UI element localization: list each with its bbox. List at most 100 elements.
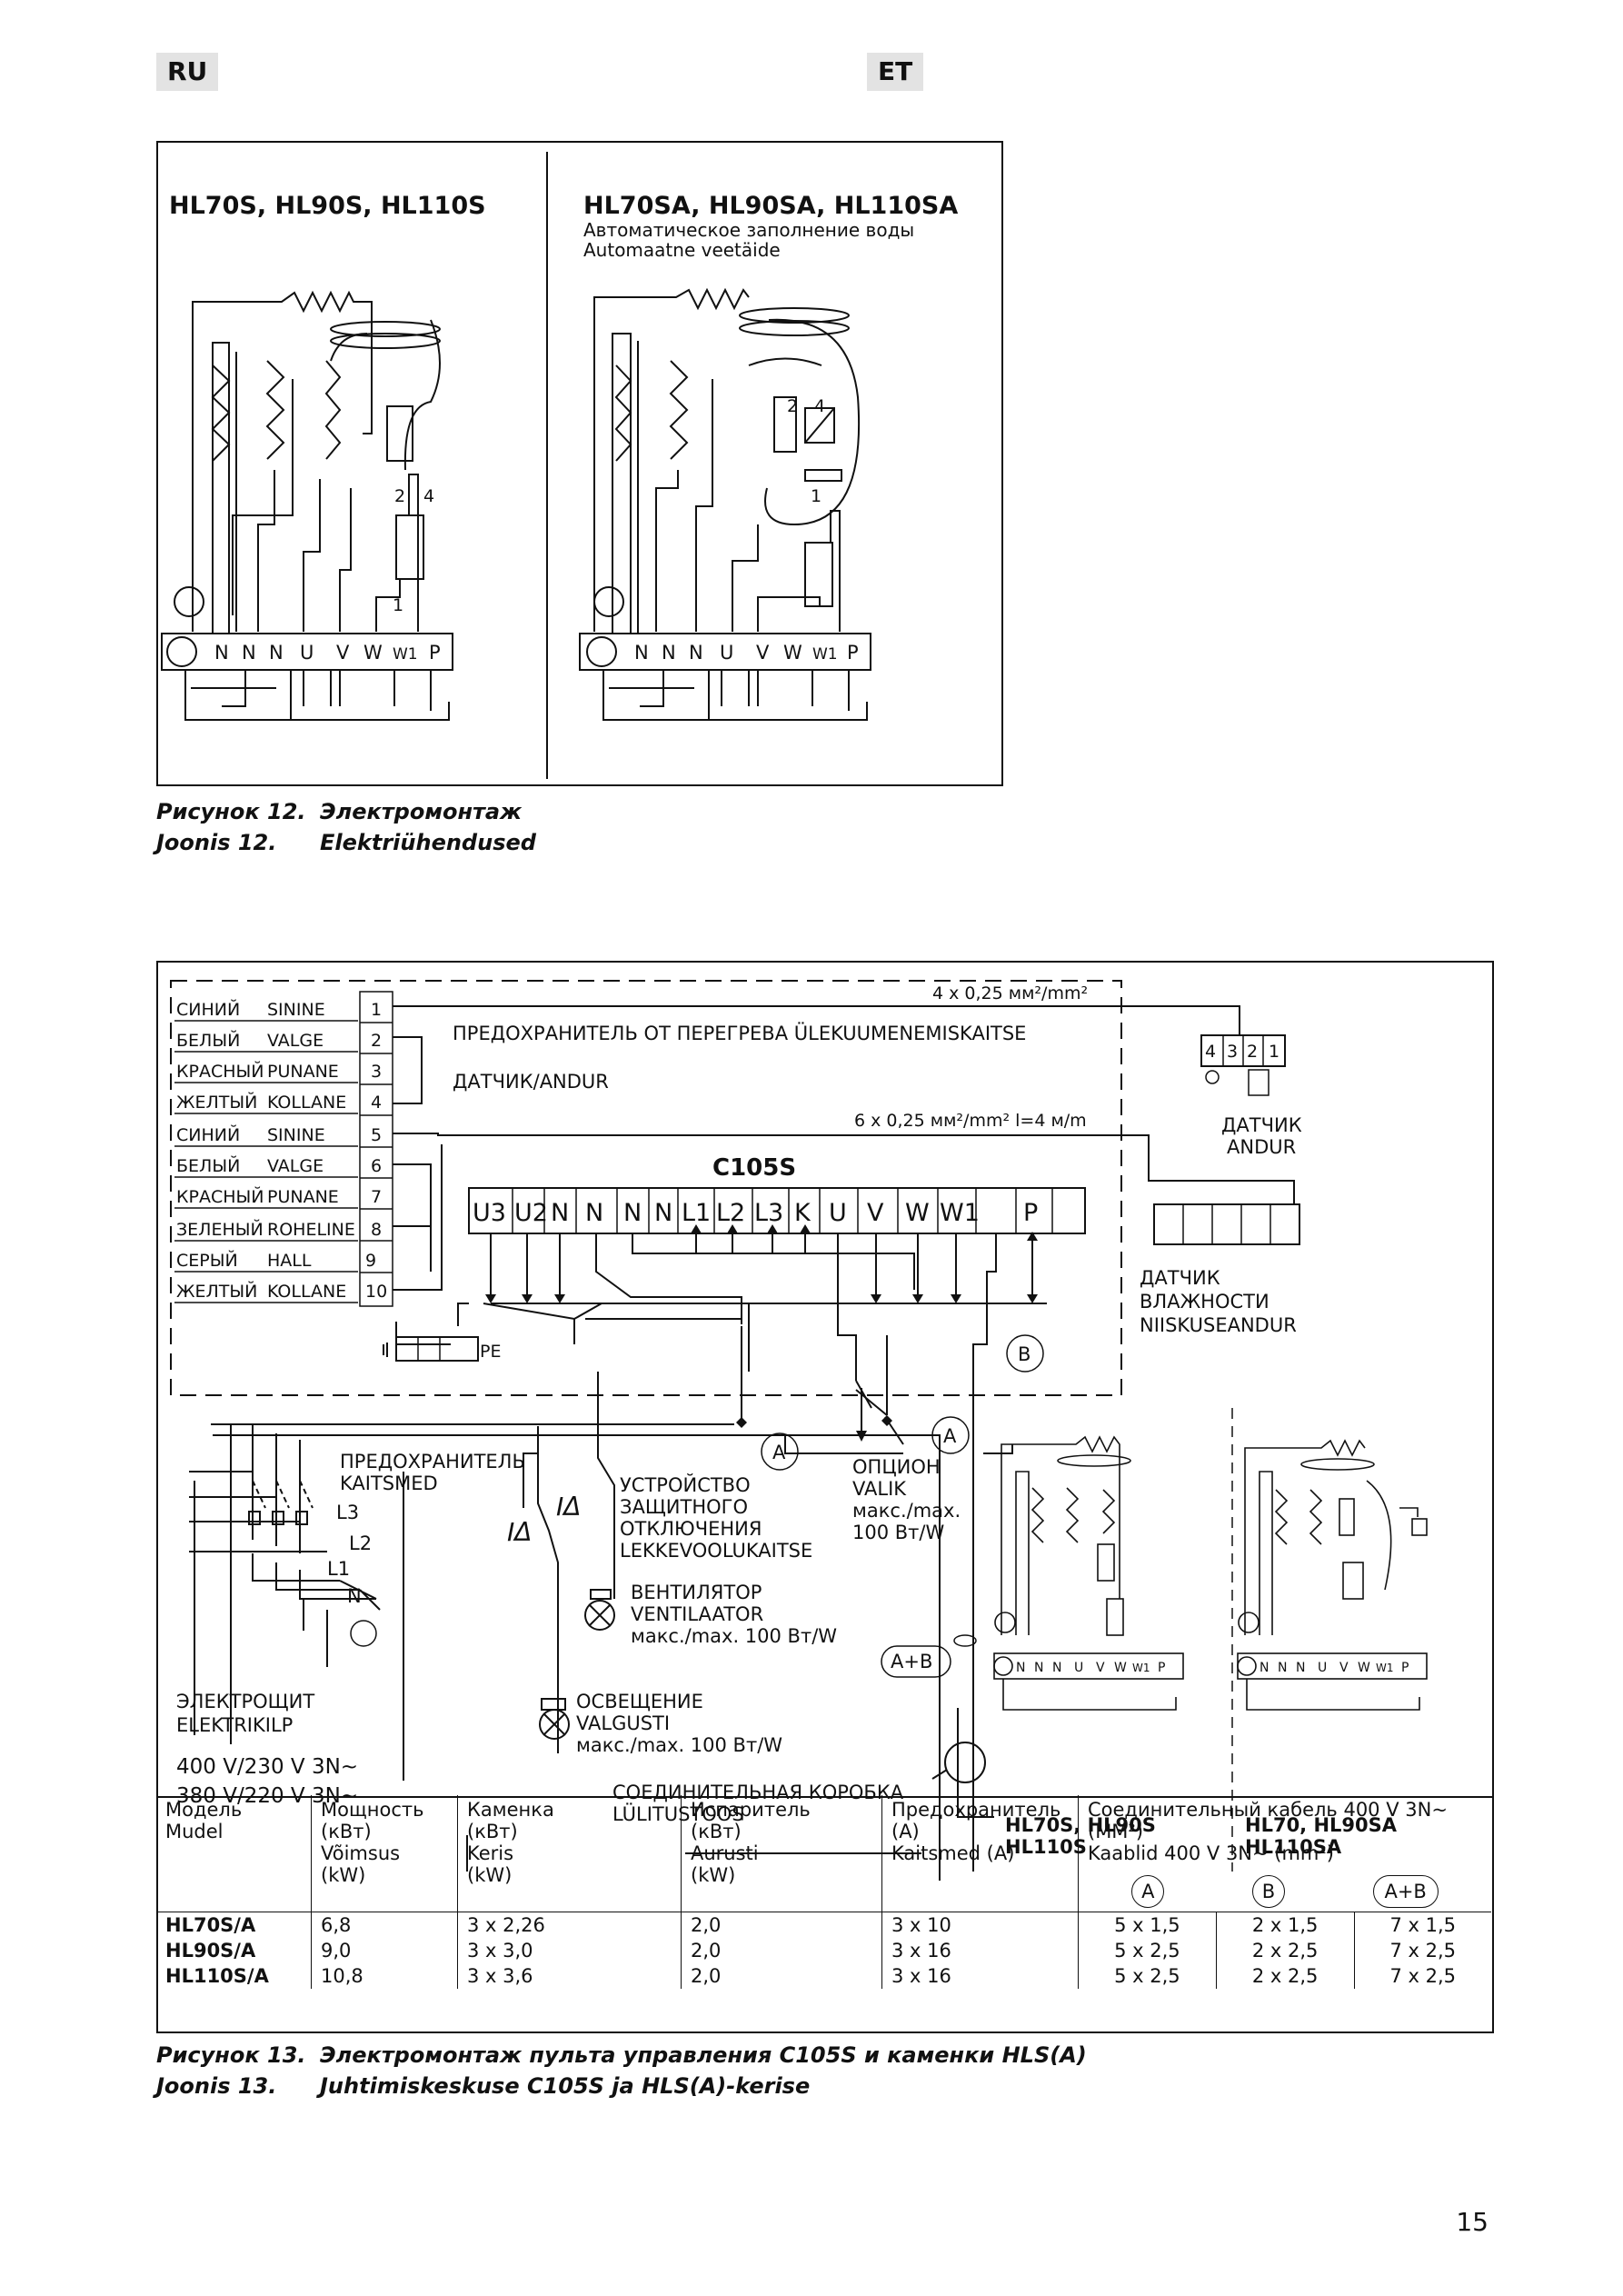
lang-tab-ru: RU [156,53,219,91]
svg-text:УСТРОЙСТВО: УСТРОЙСТВО [620,1473,751,1496]
fig12-right-sub-et: Automaatne veetäide [583,239,781,261]
table-row: HL90S/A 9,0 3 x 3,0 2,0 3 x 16 5 x 2,5 2… [156,1938,1491,1963]
svg-text:макс./max. 100 Вт/W: макс./max. 100 Вт/W [631,1625,837,1647]
svg-text:LEKKEVOOLUKAITSE: LEKKEVOOLUKAITSE [620,1540,812,1562]
svg-text:ROHELINE: ROHELINE [267,1220,355,1240]
svg-text:N: N [551,1199,569,1227]
svg-text:ЭЛЕКТРОЩИТ: ЭЛЕКТРОЩИТ [176,1691,314,1712]
svg-text:3: 3 [1227,1042,1238,1062]
svg-text:3: 3 [371,1062,382,1082]
svg-text:L1: L1 [682,1199,711,1227]
svg-text:N: N [585,1199,603,1227]
figure-12-frame: HL70S, HL90S, HL110S HL70SA, HL90SA, HL1… [156,141,1003,786]
unit-title: C105S [712,1154,796,1182]
svg-text:VALGE: VALGE [267,1156,324,1176]
svg-text:7: 7 [371,1187,382,1207]
svg-text:U: U [1074,1661,1083,1675]
svg-text:HALL: HALL [267,1251,312,1271]
cable-col-b: B [1251,1875,1285,1908]
c105s-terminal-block: U3 U2 N N N N L1 L2 L3 K U V W W1 P [468,1187,1086,1234]
light-icon [539,1698,570,1740]
svg-text:ЖЕЛТЫЙ: ЖЕЛТЫЙ [176,1281,257,1302]
svg-text:1: 1 [371,1000,382,1020]
svg-text:ВЛАЖНОСТИ: ВЛАЖНОСТИ [1140,1291,1270,1313]
svg-text:макс./max. 100 Вт/W: макс./max. 100 Вт/W [576,1734,782,1756]
svg-text:K: K [794,1199,812,1227]
lang-tab-et: ET [867,53,924,91]
svg-text:ОСВЕЩЕНИЕ: ОСВЕЩЕНИЕ [576,1691,703,1712]
svg-text:P: P [1023,1199,1038,1227]
figure-12-caption: Рисунок 12.Электромонтаж Joonis 12.Elekt… [156,799,536,855]
svg-text:400 V/230 V 3N~: 400 V/230 V 3N~ [176,1755,358,1779]
small-heater-left-terminals: N N N U V W W1 P [1016,1661,1165,1675]
svg-text:N: N [1034,1661,1043,1675]
table-row: HL70S/A 6,8 3 x 2,26 2,0 3 x 10 5 x 1,5 … [156,1912,1491,1938]
mark-b: B [1018,1343,1031,1365]
svg-text:N: N [242,642,256,664]
svg-text:N: N [1016,1661,1025,1675]
svg-text:ДАТЧИК: ДАТЧИК [1140,1267,1220,1289]
fan-icon [584,1589,615,1631]
svg-text:U: U [1318,1661,1327,1675]
svg-text:U: U [720,642,733,664]
svg-text:N: N [1278,1661,1287,1675]
wire-number-column: 1 2 3 4 5 6 7 8 9 10 [365,1000,387,1302]
svg-text:L3: L3 [336,1502,359,1523]
table-row: HL110S/A 10,8 3 x 3,6 2,0 3 x 16 5 x 2,5… [156,1963,1491,1989]
pe-terminal: PE [383,1336,501,1362]
fan-label: ВЕНТИЛЯТОР VENTILAATOR макс./max. 100 Вт… [631,1582,837,1647]
small-heater-right-terminals: N N N U V W W1 P [1260,1661,1409,1675]
svg-text:N: N [269,642,284,664]
fig12-right-sub-ru: Автоматическое заполнение воды [583,219,914,241]
svg-text:9: 9 [365,1251,376,1271]
rcd-symbol-2: IΔ [507,1517,532,1547]
svg-text:KOLLANE: KOLLANE [267,1093,346,1113]
svg-text:V: V [1339,1661,1349,1675]
svg-text:N: N [214,642,229,664]
svg-text:P: P [429,642,441,664]
field-wiring [189,1303,1013,1881]
svg-text:L3: L3 [754,1199,783,1227]
terminal-strip-left: N N N U V W W1 P [214,642,441,664]
svg-text:V: V [867,1199,884,1227]
svg-text:V: V [756,642,770,664]
svg-text:1: 1 [1269,1042,1279,1062]
svg-text:L2: L2 [716,1199,745,1227]
svg-text:8: 8 [371,1220,382,1240]
svg-text:ЗАЩИТНОГО: ЗАЩИТНОГО [620,1496,748,1518]
temperature-sensor: 4 3 2 1 ДАТЧИК ANDUR [1200,1034,1302,1158]
sensor-right-et: ANDUR [1227,1136,1296,1158]
svg-text:N: N [1296,1661,1305,1675]
svg-text:N: N [654,1199,672,1227]
humidity-sensor: ДАТЧИК ВЛАЖНОСТИ NIISKUSEANDUR [1140,1203,1300,1336]
svg-text:W: W [1114,1661,1127,1675]
cable-top-label: 4 x 0,25 мм²/mm² [932,983,1088,1003]
svg-text:V: V [336,642,350,664]
svg-text:N: N [1260,1661,1269,1675]
terminal-strip-right: N N N U V W W1 P [634,642,859,664]
svg-text:L2: L2 [349,1532,372,1554]
svg-text:W1: W1 [1132,1662,1150,1674]
svg-text:P: P [1401,1661,1409,1675]
svg-text:VENTILAATOR: VENTILAATOR [631,1603,763,1625]
svg-text:W: W [905,1199,930,1227]
mark-a-2: A [943,1425,957,1447]
figure-12-diagram: HL70S, HL90S, HL110S HL70SA, HL90SA, HL1… [161,152,958,779]
svg-text:W1: W1 [940,1199,980,1227]
svg-text:VALIK: VALIK [852,1478,907,1500]
svg-text:БЕЛЫЙ: БЕЛЫЙ [176,1030,240,1051]
c105s-wiring [395,1233,1047,1872]
svg-text:V: V [1096,1661,1105,1675]
svg-text:SININE: SININE [267,1000,325,1020]
svg-text:КРАСНЫЙ: КРАСНЫЙ [176,1061,264,1082]
relay-label-2-left: 2 [394,486,405,506]
svg-text:ЗЕЛЕНЫЙ: ЗЕЛЕНЫЙ [176,1219,264,1240]
heater-schematic-right [579,287,871,721]
svg-text:6: 6 [371,1156,382,1176]
relay-label-2-right: 2 [787,396,798,416]
svg-text:U: U [300,642,314,664]
svg-text:СЕРЫЙ: СЕРЫЙ [176,1250,238,1271]
heater-schematic-left [161,290,453,721]
svg-text:100 Вт/W: 100 Вт/W [852,1522,944,1543]
